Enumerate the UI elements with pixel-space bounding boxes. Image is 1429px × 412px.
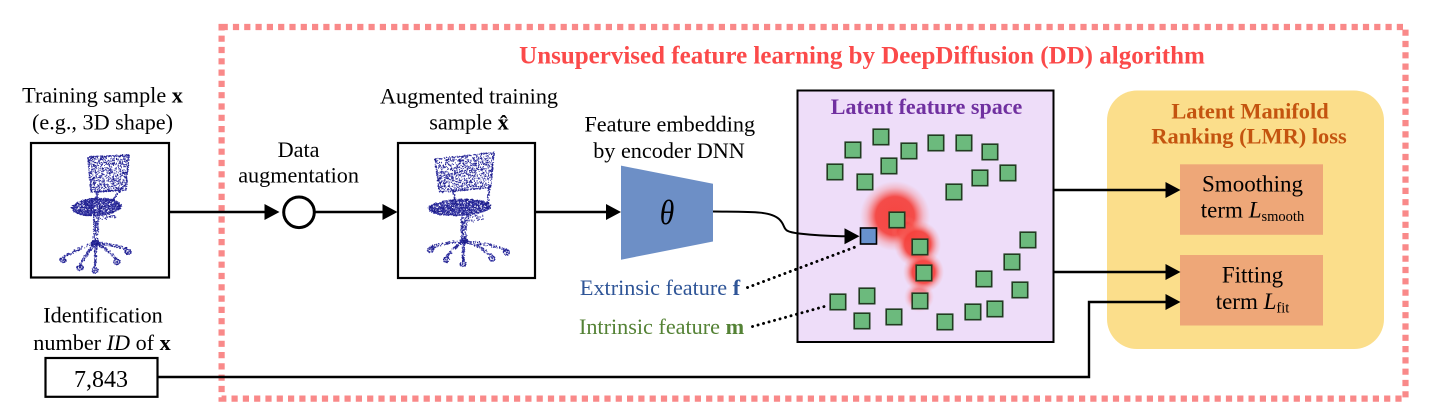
svg-text:Latent Manifold: Latent Manifold [1171, 98, 1329, 123]
svg-text:Unsupervised feature learning: Unsupervised feature learning by DeepDif… [519, 43, 1205, 70]
svg-text:term Lsmooth: term Lsmooth [1201, 198, 1305, 226]
svg-text:Latent feature space: Latent feature space [831, 94, 1023, 119]
svg-text:augmentation: augmentation [238, 163, 359, 188]
svg-text:Ranking (LMR) loss: Ranking (LMR) loss [1151, 124, 1347, 149]
svg-text:7,843: 7,843 [74, 367, 128, 393]
svg-text:Feature embedding: Feature embedding [584, 111, 755, 136]
svg-text:Data: Data [278, 137, 320, 162]
svg-text:Smoothing: Smoothing [1202, 172, 1303, 197]
svg-text:Augmented training: Augmented training [380, 84, 558, 109]
svg-text:Identification: Identification [43, 302, 163, 327]
svg-text:sample x̂: sample x̂ [429, 110, 509, 135]
svg-text:Fitting: Fitting [1222, 263, 1284, 288]
svg-text:θ: θ [660, 193, 675, 232]
svg-text:by encoder DNN: by encoder DNN [593, 138, 745, 163]
svg-text:number ID of x: number ID of x [33, 330, 170, 355]
svg-text:Training sample x: Training sample x [22, 83, 183, 108]
svg-text:Extrinsic feature f: Extrinsic feature f [580, 275, 741, 300]
svg-text:Intrinsic feature m: Intrinsic feature m [579, 314, 745, 339]
svg-text:(e.g., 3D shape): (e.g., 3D shape) [32, 109, 173, 134]
